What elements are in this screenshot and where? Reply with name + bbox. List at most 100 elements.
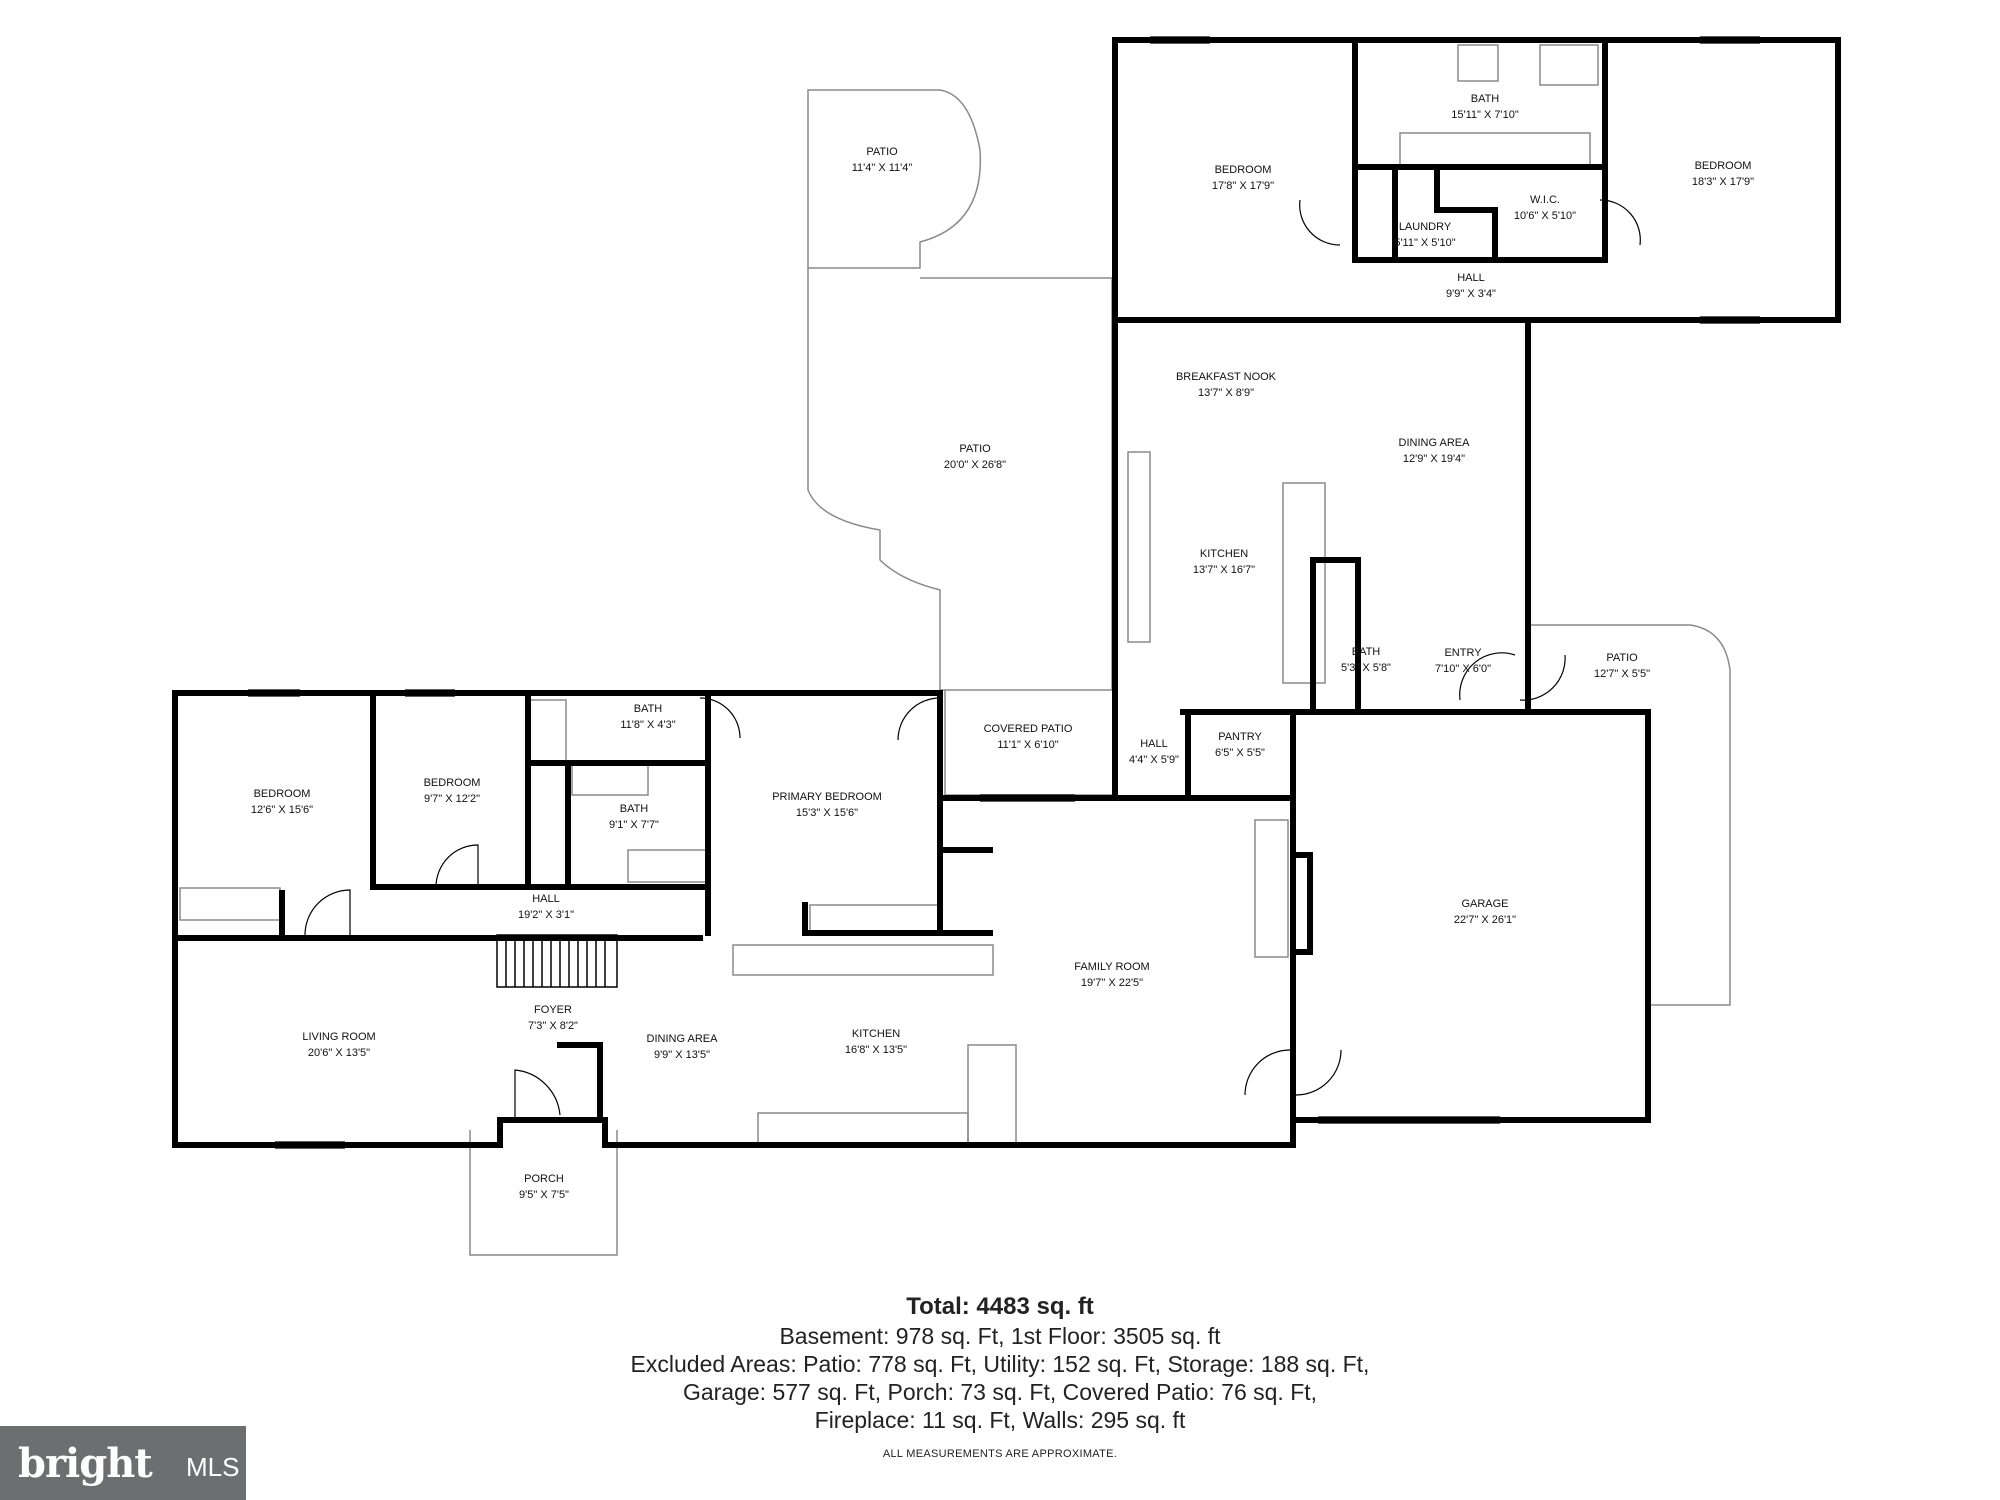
room-name: BREAKFAST NOOK [1176, 371, 1277, 383]
room-label-porch: PORCH 9'5" X 7'5" [519, 1173, 569, 1201]
door-swing [897, 697, 941, 741]
bed-closet-1 [179, 887, 281, 921]
room-label-bath-small: BATH 5'3" X 5'8" [1341, 646, 1391, 674]
room-name: BEDROOM [254, 788, 311, 800]
room-name: BATH [1352, 646, 1381, 658]
room-dims: 5'11" X 5'10" [1394, 237, 1455, 249]
room-name: PATIO [866, 146, 898, 158]
door-swing [699, 697, 741, 739]
patio-top-outline [807, 89, 982, 269]
room-label-hall-w: HALL 19'2" X 3'1" [518, 893, 574, 921]
room-dims: 11'8" X 4'3" [620, 719, 675, 731]
room-name: PANTRY [1218, 731, 1262, 743]
room-name: PRIMARY BEDROOM [772, 791, 882, 803]
wall-ne-wic [1434, 164, 1498, 263]
wall-ne-hall [1352, 164, 1398, 263]
room-dims: 9'9" X 3'4" [1446, 288, 1496, 300]
bright-mls-logo: bright MLS [0, 1426, 246, 1500]
room-dims: 5'3" X 5'8" [1341, 662, 1391, 674]
room-label-garage: GARAGE 22'7" X 26'1" [1454, 898, 1516, 926]
room-name: BATH [634, 703, 663, 715]
room-name: LIVING ROOM [302, 1031, 375, 1043]
porch-outline [469, 1130, 618, 1256]
door-swing [1244, 1049, 1291, 1096]
room-name: PATIO [1606, 652, 1638, 664]
area-summary: Total: 4483 sq. ft Basement: 978 sq. Ft,… [0, 1292, 2000, 1460]
total-area: Total: 4483 sq. ft [906, 1293, 1094, 1320]
room-dims: 20'0" X 26'8" [944, 459, 1006, 471]
room-name: HALL [1140, 738, 1168, 750]
room-dims: 7'3" X 8'2" [528, 1020, 578, 1032]
room-name: LAUNDRY [1399, 221, 1452, 233]
room-label-living-room: LIVING ROOM 20'6" X 13'5" [302, 1031, 375, 1059]
logo-suffix: MLS [186, 1452, 240, 1482]
wall-bedroom-w1 [172, 890, 285, 941]
built-in-cabinet [732, 944, 994, 976]
room-name: PORCH [524, 1173, 564, 1185]
room-name: BATH [620, 803, 649, 815]
room-name: BEDROOM [1695, 160, 1752, 172]
tub-w [627, 849, 709, 883]
area-breakdown-line: Fireplace: 11 sq. Ft, Walls: 295 sq. ft [814, 1407, 1186, 1433]
stairs [496, 934, 618, 988]
door-swing [514, 1069, 561, 1120]
wall-porch-closet [557, 1042, 603, 1123]
room-dims: 9'7" X 12'2" [424, 793, 480, 805]
logo-brand: bright [18, 1440, 153, 1487]
room-dims: 22'7" X 26'1" [1454, 914, 1516, 926]
room-name: BEDROOM [1215, 164, 1272, 176]
room-label-breakfast-nook: BREAKFAST NOOK 13'7" X 8'9" [1176, 371, 1277, 399]
room-label-bedroom-w1: BEDROOM 12'6" X 15'6" [251, 788, 313, 816]
room-dims: 12'7" X 5'5" [1594, 668, 1650, 680]
wall-ne-wing [1112, 37, 1841, 323]
room-dims: 13'7" X 8'9" [1198, 387, 1254, 399]
room-name: KITCHEN [1200, 548, 1248, 560]
room-name: W.I.C. [1530, 194, 1560, 206]
room-dims: 19'2" X 3'1" [518, 909, 574, 921]
window [1700, 36, 1760, 44]
room-dims: 6'5" X 5'5" [1215, 747, 1265, 759]
stair-treads [505, 935, 606, 987]
door-swing [1299, 199, 1341, 246]
fireplace-hearth [1254, 819, 1289, 958]
kitchen-counter-south [757, 1112, 969, 1144]
room-name: BEDROOM [424, 777, 481, 789]
room-name: FAMILY ROOM [1074, 961, 1149, 973]
room-name: HALL [1457, 272, 1485, 284]
room-name: COVERED PATIO [984, 723, 1073, 735]
room-dims: 9'5" X 7'5" [519, 1189, 569, 1201]
windows [248, 36, 1760, 1149]
area-breakdown-line: Basement: 978 sq. Ft, 1st Floor: 3505 sq… [779, 1323, 1221, 1349]
shower-w [529, 699, 567, 765]
vanity-ne [1399, 132, 1591, 168]
vanity-w [571, 764, 649, 796]
room-name: DINING AREA [647, 1033, 719, 1045]
wall-baths-w [525, 690, 711, 890]
room-dims: 12'6" X 15'6" [251, 804, 313, 816]
window [1700, 316, 1760, 324]
room-name: ENTRY [1444, 647, 1482, 659]
area-breakdown-line: Garage: 577 sq. Ft, Porch: 73 sq. Ft, Co… [682, 1379, 1318, 1405]
room-dims: 19'7" X 22'5" [1081, 977, 1143, 989]
walls [172, 37, 1841, 1148]
door-swings [304, 199, 1641, 1120]
door-swing [1599, 199, 1641, 246]
room-dims: 11'1" X 6'10" [997, 739, 1058, 751]
wall-pantry [1180, 709, 1296, 801]
room-label-wic: W.I.C.10'6" X 5'10" [1514, 194, 1576, 222]
patio-large-outline [807, 268, 1113, 691]
room-label-family-room: FAMILY ROOM 19'7" X 22'5" [1074, 961, 1149, 989]
room-name: HALL [532, 893, 560, 905]
window [275, 1141, 345, 1149]
room-label-laundry: LAUNDRY 5'11" X 5'10" [1394, 221, 1455, 249]
room-name: GARAGE [1461, 898, 1508, 910]
room-dims: 20'6" X 13'5" [308, 1047, 370, 1059]
wall-fireplace [1290, 852, 1313, 955]
